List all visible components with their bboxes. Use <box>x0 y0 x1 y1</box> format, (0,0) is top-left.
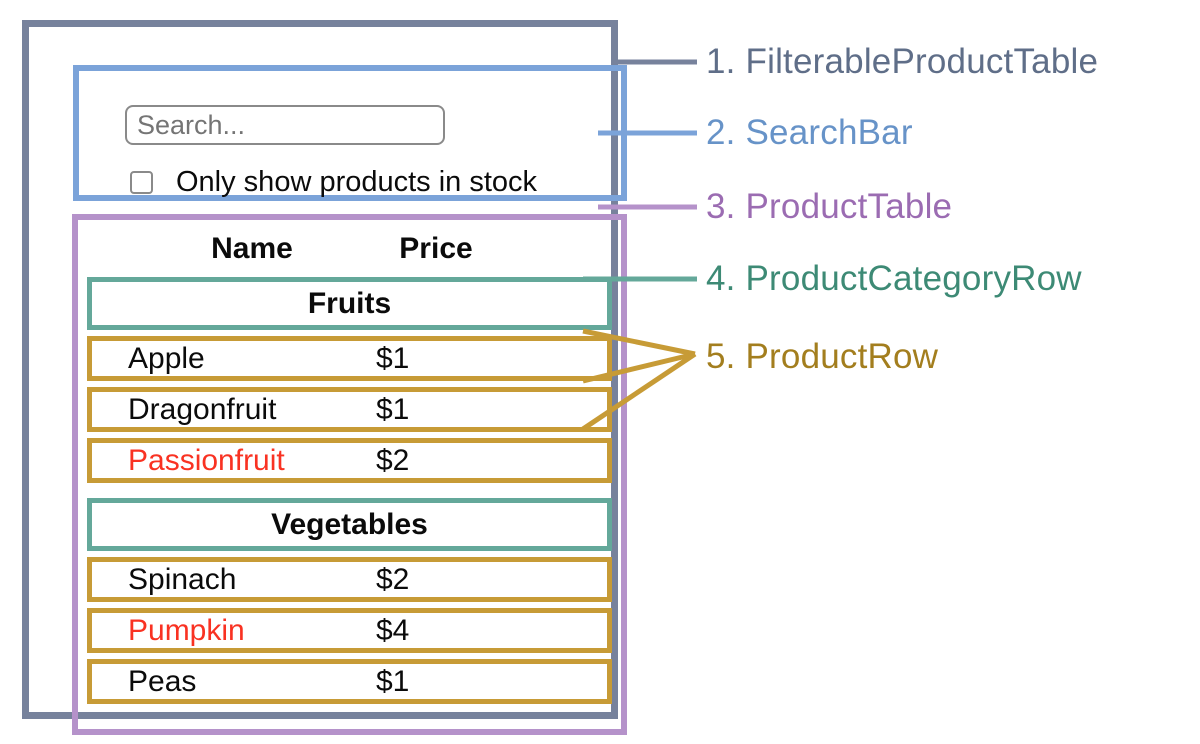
in-stock-checkbox[interactable] <box>130 170 153 194</box>
product-name: Passionfruit <box>128 443 285 477</box>
product-name: Pumpkin <box>128 613 245 647</box>
product-row: Dragonfruit $1 <box>87 387 612 432</box>
legend-label-productcategoryrow: 4. ProductCategoryRow <box>706 259 1082 298</box>
product-row: Peas $1 <box>87 659 612 704</box>
name-column-header: Name <box>211 231 293 265</box>
legend-label-searchbar: 2. SearchBar <box>706 113 913 152</box>
product-name: Dragonfruit <box>128 392 277 426</box>
table-header-row: Name Price <box>87 220 612 277</box>
product-name: Apple <box>128 341 205 375</box>
in-stock-filter[interactable]: Only show products in stock <box>130 165 537 199</box>
product-price: $4 <box>376 613 410 647</box>
category-label: Fruits <box>307 286 392 320</box>
legend: 1. FilterableProductTable 2. SearchBar 3. … <box>706 0 1200 744</box>
product-name: Spinach <box>128 562 237 596</box>
product-row: Pumpkin $4 <box>87 608 612 653</box>
legend-label-producttable: 3. ProductTable <box>706 187 953 226</box>
filterable-product-table-box: Only show products in stock Name Price F… <box>22 20 627 735</box>
in-stock-checkbox-label: Only show products in stock <box>176 165 538 198</box>
product-category-row: Fruits <box>87 277 612 330</box>
product-price: $1 <box>376 392 410 426</box>
product-row: Passionfruit $2 <box>87 438 612 483</box>
product-price: $1 <box>376 664 410 698</box>
price-column-header: Price <box>399 231 473 265</box>
legend-label-filterableproducttable: 1. FilterableProductTable <box>706 42 1099 81</box>
search-input[interactable] <box>125 105 445 145</box>
search-bar-box: Only show products in stock <box>73 65 627 201</box>
category-label: Vegetables <box>271 507 428 541</box>
product-row: Spinach $2 <box>87 557 612 602</box>
product-name: Peas <box>128 664 197 698</box>
product-price: $1 <box>376 341 410 375</box>
legend-label-productrow: 5. ProductRow <box>706 337 939 376</box>
product-price: $2 <box>376 443 410 477</box>
product-category-row: Vegetables <box>87 498 612 551</box>
product-row: Apple $1 <box>87 336 612 381</box>
product-price: $2 <box>376 562 410 596</box>
